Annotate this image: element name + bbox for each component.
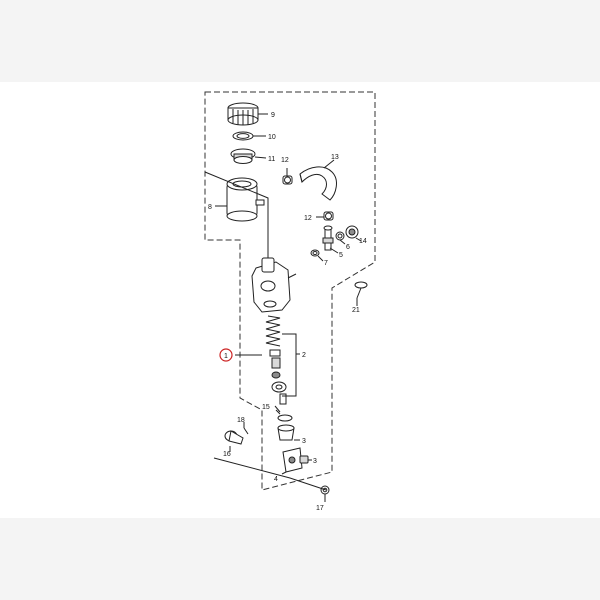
part-7-oring (310, 249, 320, 257)
part-4-clevis (282, 447, 303, 473)
part-15-circlip (275, 409, 293, 422)
callout-18: 18 (237, 417, 245, 424)
callout-12-upper: 12 (281, 157, 289, 164)
part-11-diaphragm (230, 148, 256, 164)
callout-7: 7 (324, 260, 328, 267)
part-3-nut (299, 455, 309, 464)
part-9-cap (227, 102, 259, 126)
callout-4: 4 (274, 476, 278, 483)
callout-1-highlight: 1 (219, 348, 233, 362)
part-12-upper-clamp (282, 175, 293, 185)
part-13-hose (299, 166, 337, 201)
part-5-joint (322, 225, 334, 251)
part-16-pin (224, 430, 244, 445)
callout-10: 10 (268, 134, 276, 141)
callout-6: 6 (346, 244, 350, 251)
diagram-frame: 9 10 11 12 13 8 12 6 14 5 7 21 2 15 18 1… (0, 82, 600, 518)
callout-3-upper: 3 (302, 438, 306, 445)
callout-21: 21 (352, 307, 360, 314)
part-2-spring (265, 315, 281, 347)
callout-labels: 9 10 11 12 13 8 12 6 14 5 7 21 2 15 18 1… (208, 112, 367, 512)
callout-15: 15 (262, 404, 270, 411)
part-18-pin (243, 427, 249, 435)
callout-13: 13 (331, 154, 339, 161)
callout-2: 2 (302, 352, 306, 359)
part-10-ring (232, 131, 254, 141)
callout-12-lower: 12 (304, 215, 312, 222)
callout-14: 14 (359, 238, 367, 245)
assembly-boundary (204, 91, 376, 491)
part-2-piston (269, 349, 287, 405)
callout-8: 8 (208, 204, 212, 211)
part-8-reservoir (226, 177, 265, 222)
exploded-parts-diagram: 9 10 11 12 13 8 12 6 14 5 7 21 2 15 18 1… (204, 91, 376, 512)
callout-9: 9 (271, 112, 275, 119)
master-cylinder-body (251, 257, 297, 313)
callout-1: 1 (224, 353, 228, 360)
part-12-lower-clamp (323, 211, 334, 221)
callout-5: 5 (339, 252, 343, 259)
part-3-boot (277, 424, 295, 441)
callout-3-lower: 3 (313, 458, 317, 465)
part-6-oring (335, 231, 345, 241)
leader-lines (204, 113, 362, 502)
callout-11: 11 (268, 156, 275, 163)
part-14-cap (345, 225, 359, 239)
callout-17: 17 (316, 505, 324, 512)
callout-16: 16 (223, 451, 231, 458)
part-21-bolt (354, 281, 368, 299)
